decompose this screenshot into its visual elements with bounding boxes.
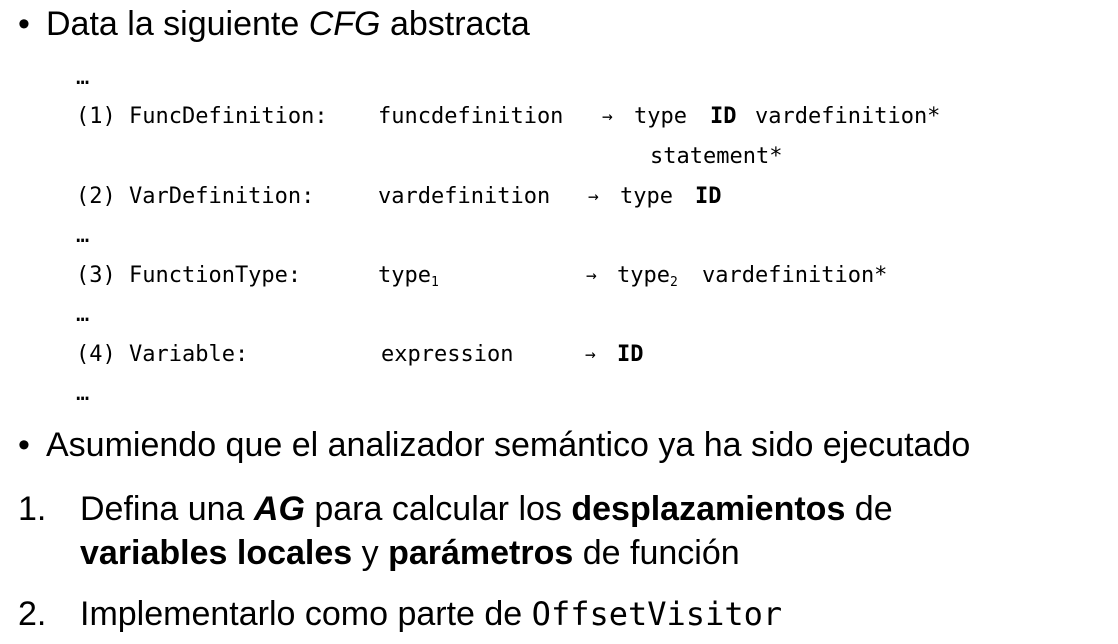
bullet-semantic-text: Asumiendo que el analizador semántico ya… (46, 426, 971, 464)
bullet-cfg-prefix: Data la siguiente (46, 5, 309, 43)
item1-text-2: para calcular los (304, 490, 572, 528)
item-number: 1. (18, 490, 47, 528)
rule2-lhs: vardefinition (378, 184, 551, 209)
item1-text-3: de (845, 490, 893, 528)
rule2-arrow: → (588, 186, 599, 207)
bullet-cfg-em: CFG (308, 5, 381, 43)
numbered-item-1-cont: variables locales y parámetros de funció… (18, 533, 740, 573)
rule3-lhs-group: type1 (378, 262, 439, 290)
rule1-type: type (634, 104, 687, 129)
item1-text-1: Defina una (80, 490, 254, 528)
rule3-rest: vardefinition* (702, 263, 888, 288)
item2-text: Implementarlo como parte de (80, 595, 532, 633)
code-ellipsis-top: … (76, 65, 90, 90)
bullet-dot: • (18, 426, 30, 464)
rule1-label: (1) FuncDefinition: (76, 104, 328, 129)
rule3-label: (3) FunctionType: (76, 263, 302, 288)
rule4-arrow: → (585, 344, 596, 365)
item1-bold-params: parámetros (388, 534, 574, 572)
rule1-arrow: → (602, 106, 613, 127)
rule3-arrow: → (586, 265, 597, 286)
item1-bold-locals: variables locales (80, 534, 353, 572)
bullet-cfg-suffix: abstracta (380, 5, 530, 43)
code-ellipsis-2: … (76, 223, 90, 248)
rule1-rest: vardefinition* (755, 104, 941, 129)
bullet-semantic: • Asumiendo que el analizador semántico y… (18, 425, 970, 465)
item1-bold-offsets: desplazamientos (571, 490, 846, 528)
numbered-item-1: 1. Defina una AG para calcular los despla… (18, 489, 893, 529)
rule1-id: ID (710, 104, 737, 129)
rule4-id: ID (617, 342, 644, 367)
item1-text-5: de función (573, 534, 740, 572)
numbered-item-2: 2. Implementarlo como parte de OffsetVisi… (18, 594, 782, 634)
rule3-rhs-sub: 2 (669, 275, 678, 290)
bullet-cfg-intro: • Data la siguiente CFG abstracta (18, 4, 530, 44)
rule1-lhs: funcdefinition (378, 104, 564, 129)
rule2-label: (2) VarDefinition: (76, 184, 315, 209)
item1-ag: AG (253, 490, 305, 528)
item-number: 2. (18, 595, 47, 633)
rule4-label: (4) Variable: (76, 342, 249, 367)
rule3-rhs-group: type2 (617, 262, 678, 290)
code-ellipsis-3: … (76, 302, 90, 327)
rule1-continuation: statement* (650, 144, 783, 169)
item1-text-4: y (352, 534, 389, 572)
rule3-rhs: type (617, 263, 670, 288)
rule3-lhs-sub: 1 (430, 275, 439, 290)
rule4-lhs: expression (381, 342, 514, 367)
rule2-type: type (620, 184, 673, 209)
rule2-id: ID (695, 184, 722, 209)
item2-code: OffsetVisitor (531, 595, 783, 633)
code-ellipsis-4: … (76, 381, 90, 406)
bullet-dot: • (18, 5, 30, 43)
rule3-lhs: type (378, 263, 431, 288)
